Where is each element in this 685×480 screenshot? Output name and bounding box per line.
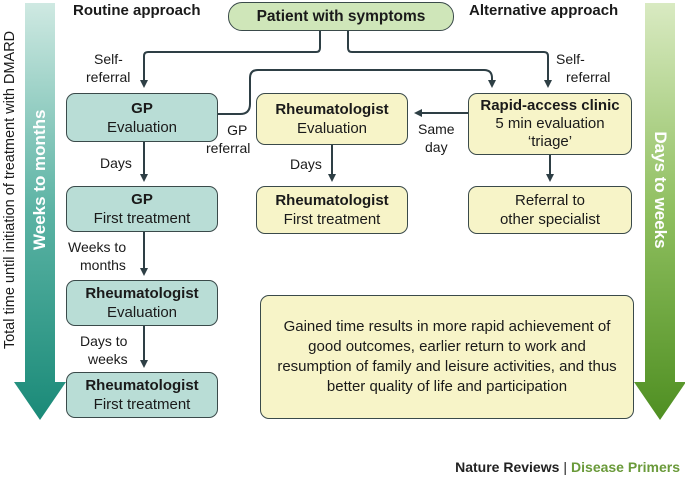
self-referral-left-line1: Self-	[94, 51, 123, 67]
patient-with-symptoms-text: Patient with symptoms	[256, 8, 426, 25]
referral-line1: Referral to	[514, 192, 586, 209]
same-day-line2: day	[425, 139, 448, 155]
gp-referral-line2: referral	[206, 140, 251, 156]
gp-referral-label: GP referral	[206, 121, 250, 157]
rheum-treat-left-sub: First treatment	[93, 396, 191, 413]
arrow-gp-referral	[217, 69, 496, 115]
same-day-line1: Same	[418, 121, 455, 137]
days-to-weeks-arrow-label: Days to weeks	[651, 131, 670, 249]
routine-approach-heading: Routine approach	[73, 2, 201, 19]
journal-footer: Nature Reviews|Disease Primers	[455, 459, 680, 475]
rheum-eval-left-sub: Evaluation	[106, 304, 178, 321]
weeks-to-months-line1: Weeks to	[68, 239, 127, 255]
gained-time-text: Gained time results in more rapid achiev…	[277, 318, 617, 395]
rapid-access-sub: 5 min evaluation	[495, 115, 605, 132]
weeks-to-months-line2: months	[80, 257, 126, 273]
rheumatologist-first-treatment-left-box: Rheumatologist First treatment	[66, 372, 218, 418]
gp-first-treatment-title: GP	[131, 191, 153, 208]
alternative-approach-heading: Alternative approach	[469, 2, 619, 19]
right-time-arrow	[634, 3, 685, 420]
gp-referral-line1: GP	[227, 122, 248, 138]
self-referral-right-line1: Self-	[556, 51, 585, 67]
rheum-treat-left-title: Rheumatologist	[85, 377, 199, 394]
gp-evaluation-box: GP Evaluation	[66, 93, 218, 142]
weeks-to-months-arrow-label: Weeks to months	[30, 109, 49, 250]
self-referral-left-line2: referral	[86, 69, 131, 85]
rapid-access-clinic-box: Rapid-access clinic 5 min evaluation ‘tr…	[468, 93, 632, 155]
days-to-weeks-label: Days to weeks	[80, 332, 128, 368]
referral-other-specialist-box: Referral to other specialist	[468, 186, 632, 234]
gp-first-treatment-sub: First treatment	[93, 210, 191, 227]
days-to-weeks-line1: Days to	[80, 333, 128, 349]
left-time-arrow	[14, 3, 66, 420]
rapid-access-triage: ‘triage’	[527, 133, 573, 150]
journal-series: Disease Primers	[571, 459, 680, 475]
footer-separator: |	[563, 459, 568, 475]
rapid-access-title: Rapid-access clinic	[480, 97, 620, 114]
rheum-eval-left-title: Rheumatologist	[85, 285, 199, 302]
days-mid-label: Days	[290, 156, 322, 172]
self-referral-right-label: Self- referral	[556, 50, 610, 86]
weeks-to-months-label: Weeks to months	[68, 238, 126, 274]
gp-first-treatment-box: GP First treatment	[66, 186, 218, 232]
self-referral-left-label: Self- referral	[86, 50, 130, 86]
rheum-eval-mid-sub: Evaluation	[296, 120, 368, 137]
rheumatologist-evaluation-left-box: Rheumatologist Evaluation	[66, 280, 218, 326]
rheumatologist-first-treatment-mid-box: Rheumatologist First treatment	[256, 186, 408, 234]
rheum-treat-mid-title: Rheumatologist	[275, 192, 389, 209]
gained-time-box: Gained time results in more rapid achiev…	[260, 295, 634, 419]
same-day-label: Same day	[418, 120, 455, 156]
total-time-label: Total time until initiation of treatment…	[2, 30, 18, 350]
journal-brand: Nature Reviews	[455, 459, 560, 475]
gp-evaluation-sub: Evaluation	[106, 118, 178, 136]
gp-evaluation-title: GP	[131, 99, 153, 117]
referral-line2: other specialist	[499, 211, 601, 228]
arrow-self-referral-right	[347, 30, 552, 88]
patient-with-symptoms-box: Patient with symptoms	[228, 2, 454, 31]
arrow-self-referral-left	[140, 30, 321, 88]
rheum-treat-mid-sub: First treatment	[283, 211, 381, 228]
rheum-eval-mid-title: Rheumatologist	[275, 101, 389, 118]
days-to-weeks-line2: weeks	[88, 351, 128, 367]
days-left-label: Days	[100, 155, 132, 171]
rheumatologist-evaluation-mid-box: Rheumatologist Evaluation	[256, 93, 408, 145]
self-referral-right-line2: referral	[566, 69, 611, 85]
